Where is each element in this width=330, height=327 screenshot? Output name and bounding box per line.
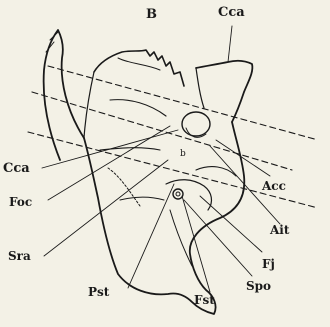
label-fj: Fj	[262, 258, 275, 270]
label-acc: Acc	[262, 180, 286, 192]
label-foc: Foc	[9, 196, 32, 208]
label-fst: Fst	[194, 294, 215, 306]
label-ait: Ait	[270, 224, 289, 236]
label-b-small: b	[180, 150, 186, 159]
label-cca-left: Cca	[3, 162, 30, 175]
leader-lines	[42, 26, 280, 292]
figure-letter: B	[146, 8, 157, 21]
label-spo: Spo	[246, 280, 271, 292]
label-pst: Pst	[88, 286, 109, 298]
label-cca-top: Cca	[218, 6, 245, 19]
label-sra: Sra	[8, 250, 31, 262]
